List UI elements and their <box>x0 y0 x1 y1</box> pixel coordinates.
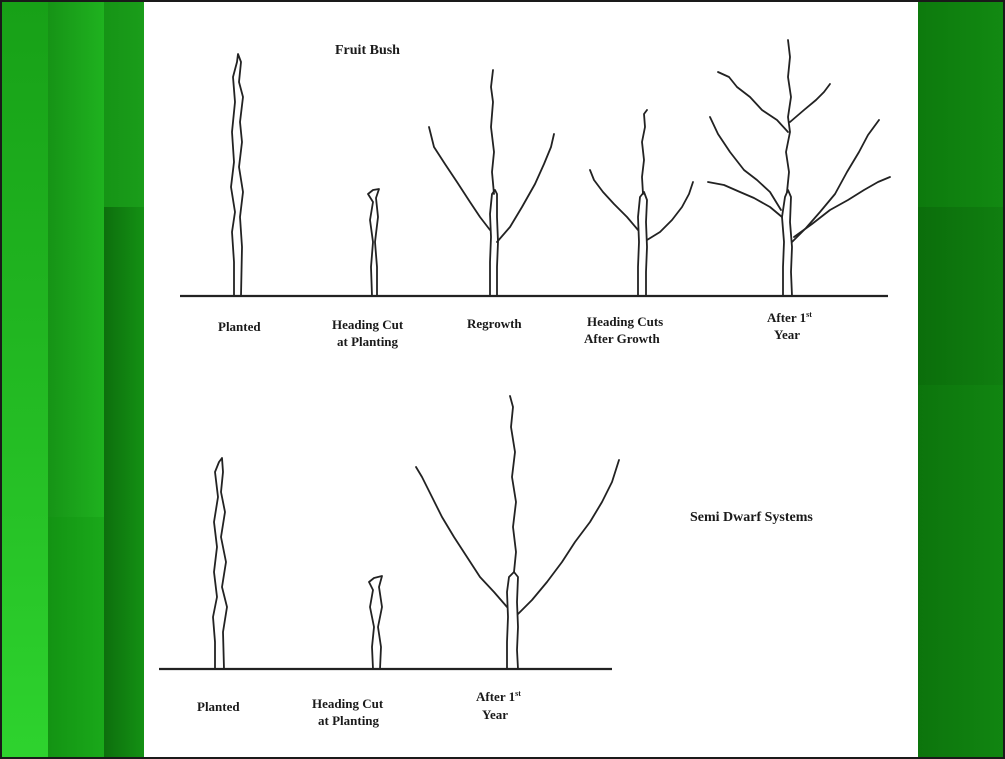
top-heading-cut-stem <box>368 189 379 296</box>
top-stage-5-label-line1: After 1st <box>767 310 812 325</box>
top-stage-1-label: Planted <box>218 319 261 334</box>
top-stage-2-label-line2: at Planting <box>337 334 399 349</box>
semi-dwarf-title: Semi Dwarf Systems <box>690 510 813 525</box>
top-planted-whip <box>231 54 243 296</box>
top-stage-3-label: Regrowth <box>467 316 522 331</box>
bottom-stage-3-label-text: After 1 <box>476 689 515 704</box>
bottom-stage-3-label-line2: Year <box>482 707 508 722</box>
bottom-stage-3-label-sup: st <box>515 689 521 698</box>
top-stage-4-label-line2: After Growth <box>584 331 660 346</box>
top-regrowth-tree <box>429 70 554 296</box>
bottom-after-first-year-tree <box>416 396 619 669</box>
bottom-planted-whip <box>213 458 227 669</box>
bottom-heading-cut-stem <box>369 576 382 669</box>
top-stage-5-label-sup: st <box>806 310 812 319</box>
top-after-first-year-tree <box>708 40 890 296</box>
bottom-stage-1-label: Planted <box>197 699 240 714</box>
top-stage-2-label-line1: Heading Cut <box>332 317 404 332</box>
bottom-stage-2-label-line2: at Planting <box>318 713 380 728</box>
top-stage-5-label-line2: Year <box>774 327 800 342</box>
bottom-stage-3-label-line1: After 1st <box>476 689 521 704</box>
top-heading-cuts-tree <box>590 110 693 296</box>
top-stage-5-label-text: After 1 <box>767 310 806 325</box>
bottom-stage-2-label-line1: Heading Cut <box>312 696 384 711</box>
top-stage-4-label-line1: Heading Cuts <box>587 314 663 329</box>
fruit-bush-title: Fruit Bush <box>335 43 400 58</box>
